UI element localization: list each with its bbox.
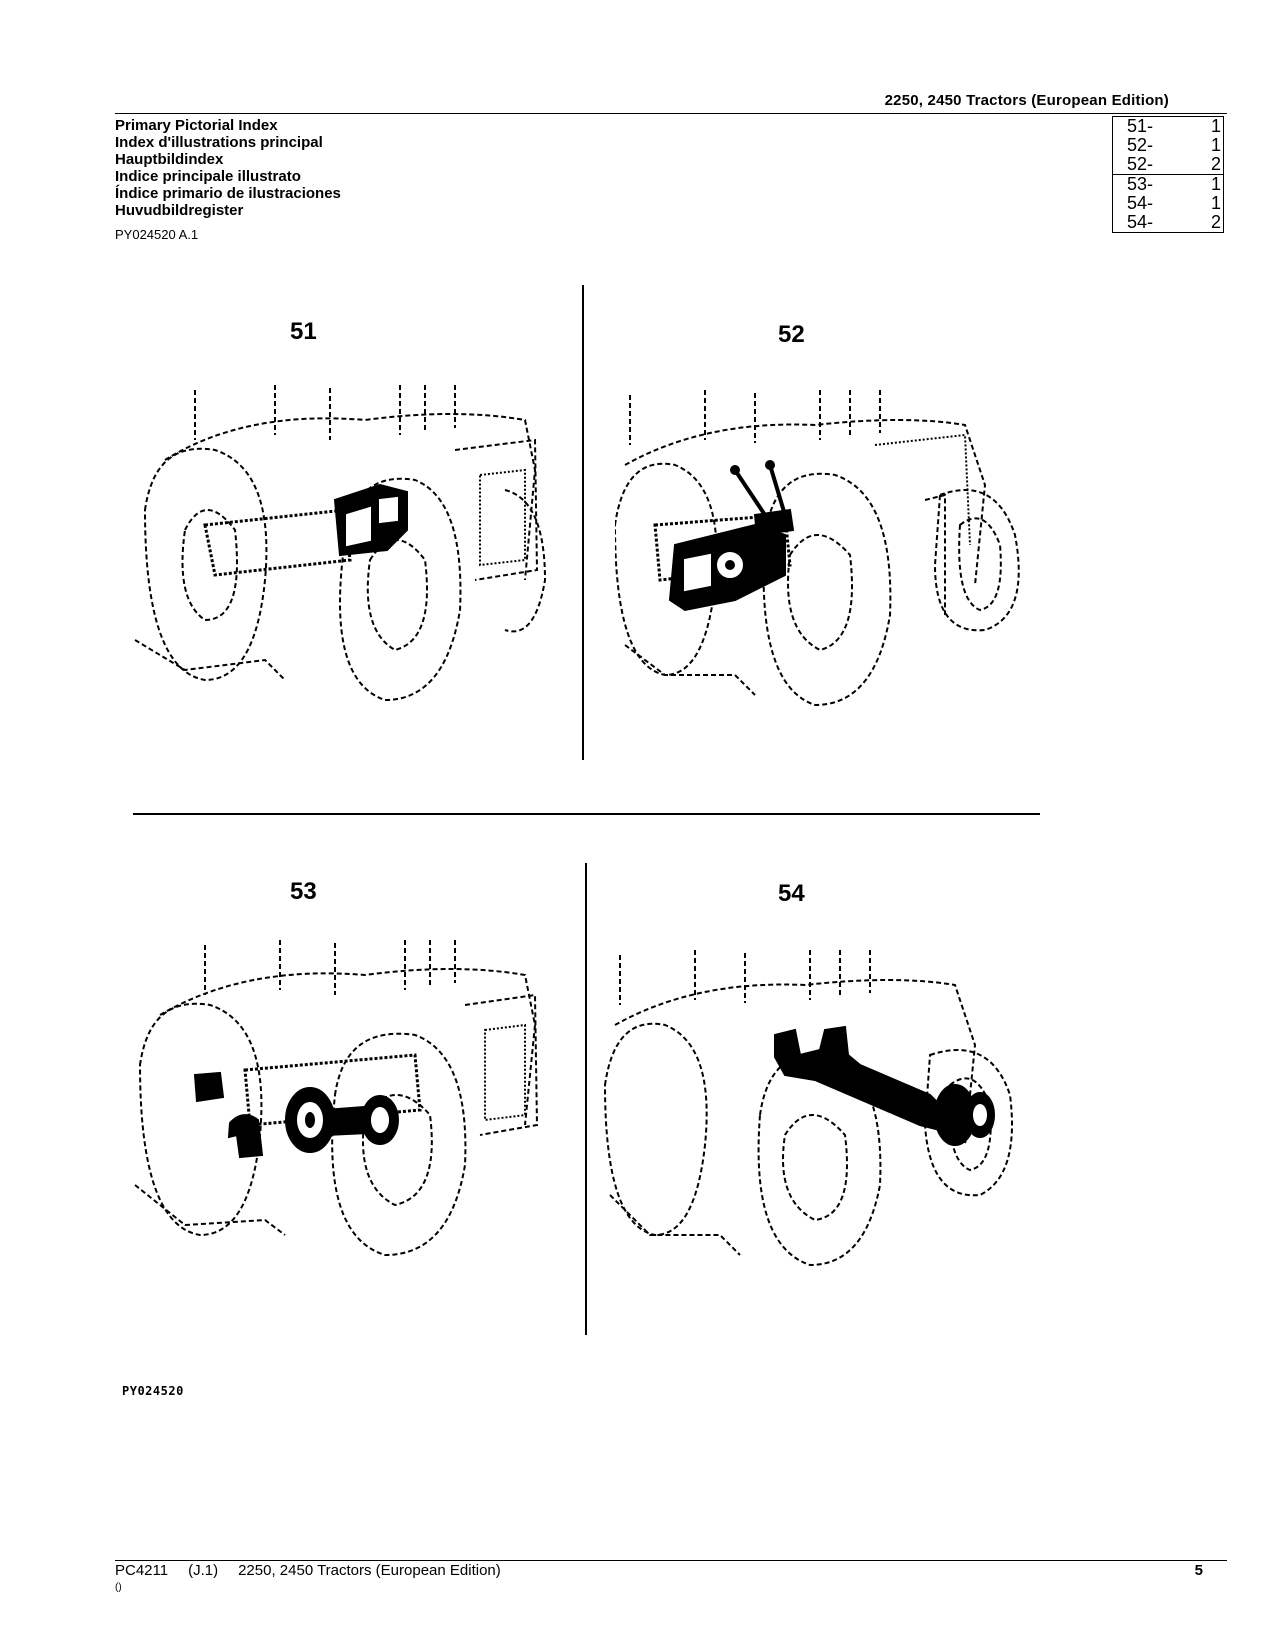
figure-number-51[interactable]: 51 [290, 318, 317, 345]
index-titles: Primary Pictorial Index Index d'illustra… [115, 117, 341, 219]
page-ref-group-label: 53- [1127, 174, 1154, 194]
header-title: 2250, 2450 Tractors (European Edition) [884, 92, 1169, 109]
tractor-hitch-illustration[interactable] [125, 380, 565, 720]
index-title: Hauptbildindex [115, 151, 224, 168]
tractor-axle-illustration[interactable] [600, 945, 1040, 1285]
header-rule [115, 113, 1227, 114]
index-title: Indice principale illustrato [115, 168, 301, 185]
doc-reference: PY024520 A.1 [115, 227, 199, 242]
page-ref-row[interactable]: 53- 1 [1113, 175, 1223, 194]
figure-number-52[interactable]: 52 [778, 321, 805, 348]
footer-title: 2250, 2450 Tractors (European Edition) [238, 1562, 501, 1579]
figure-divider-vertical [582, 285, 584, 760]
figure-number-53[interactable]: 53 [290, 878, 317, 905]
page-ref-row[interactable]: 54- 2 [1113, 213, 1223, 232]
page-ref-row[interactable]: 54- 1 [1113, 194, 1223, 213]
page-ref-page: 1 [1210, 193, 1221, 213]
page-ref-row[interactable]: 52- 1 [1113, 136, 1223, 155]
page-ref-page: 1 [1210, 135, 1221, 155]
page-ref-group-label: 54- [1127, 193, 1154, 213]
page-reference-box: 51- 1 52- 1 52- 2 53- 1 54- 1 54- 2 [1112, 116, 1224, 233]
page-ref-group-label: 52- [1127, 154, 1154, 174]
tractor-pto-shaft-illustration[interactable] [125, 935, 565, 1275]
page-ref-page: 1 [1210, 116, 1221, 136]
page-ref-page: 2 [1210, 154, 1221, 174]
page-ref-row[interactable]: 51- 1 [1113, 117, 1223, 136]
footer-paren: () [115, 1582, 122, 1593]
page-ref-row[interactable]: 52- 2 [1113, 155, 1223, 174]
footer-doc-id: PC4211 [115, 1562, 169, 1579]
index-title: Índice primario de ilustraciones [115, 185, 341, 202]
index-title: Primary Pictorial Index [115, 117, 278, 134]
page-ref-group-label: 51- [1127, 116, 1154, 136]
figure-divider-vertical [585, 863, 587, 1335]
figure-reference: PY024520 [122, 1384, 184, 1398]
page-ref-group-label: 54- [1127, 212, 1154, 232]
index-title: Index d'illustrations principal [115, 134, 323, 151]
page-ref-group: 51- 1 52- 1 52- 2 [1113, 117, 1223, 175]
footer-rule [115, 1560, 1227, 1561]
footer-revision: (J.1) [188, 1562, 219, 1579]
page-ref-group: 53- 1 54- 1 54- 2 [1113, 175, 1223, 232]
figure-number-54[interactable]: 54 [778, 880, 805, 907]
figure-divider-horizontal [133, 813, 1040, 815]
footer: PC4211 (J.1) 2250, 2450 Tractors (European… [115, 1562, 521, 1579]
page-ref-page: 1 [1210, 174, 1221, 194]
page-ref-group-label: 52- [1127, 135, 1154, 155]
index-title: Huvudbildregister [115, 202, 244, 219]
page-number: 5 [1194, 1562, 1203, 1579]
tractor-pto-illustration[interactable] [615, 385, 1055, 725]
page-ref-page: 2 [1210, 212, 1221, 232]
